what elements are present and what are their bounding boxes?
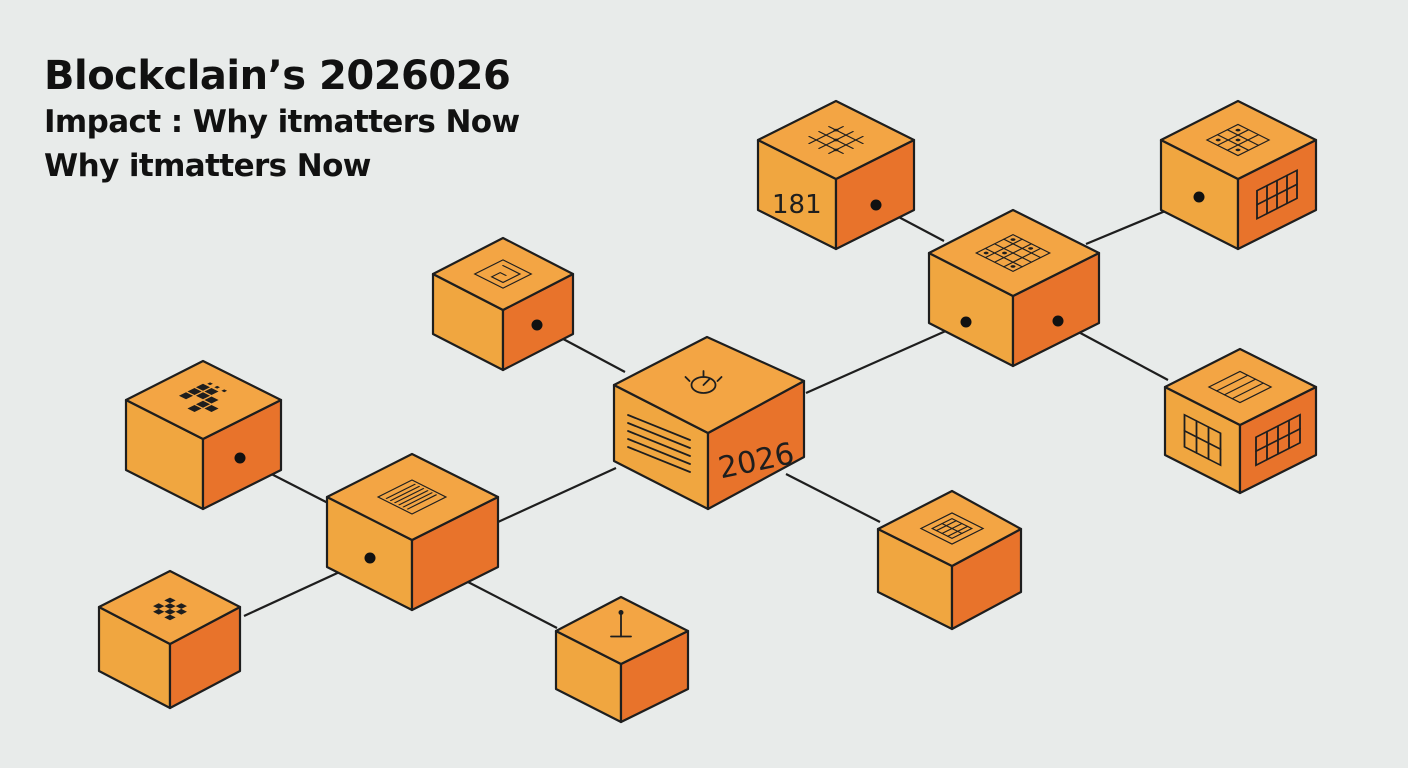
matrix-icon	[974, 233, 1052, 273]
block-bottom-center	[554, 595, 690, 724]
node-icon	[610, 610, 632, 638]
document-lines-icon	[376, 479, 448, 515]
connector-line	[785, 473, 881, 523]
grid-icon	[1205, 123, 1271, 157]
block-top-right	[1159, 99, 1318, 251]
connection-dots	[234, 191, 1205, 564]
block-bottom-right	[876, 489, 1023, 631]
connector-line	[497, 466, 617, 524]
connection-dot	[531, 319, 543, 331]
side-grid-icon	[1256, 168, 1298, 221]
connection-dot	[1193, 191, 1205, 203]
block-bottom-left	[97, 569, 242, 710]
block-right-lower	[1163, 347, 1318, 495]
block-top-face	[325, 452, 500, 542]
block-top-face	[876, 489, 1023, 568]
connection-dot	[870, 199, 882, 211]
maze-icon	[473, 259, 533, 289]
block-label-181: 181	[772, 190, 822, 220]
block-top-mid: 181	[756, 99, 916, 251]
connection-dot	[364, 552, 376, 564]
block-top-face	[124, 359, 283, 441]
block-top-left	[431, 236, 575, 372]
block-far-left	[124, 359, 283, 511]
gauge-icon	[684, 370, 723, 394]
connector-line	[467, 581, 558, 629]
connection-dot	[960, 316, 972, 328]
block-right-hub	[927, 208, 1101, 368]
block-mid-left	[325, 452, 500, 612]
side-table-icon	[1255, 413, 1301, 467]
ledger-icon	[919, 512, 985, 545]
table-icon	[1207, 370, 1273, 404]
title-line-3: Why itmatters Now	[44, 148, 371, 184]
block-top-face	[612, 335, 806, 435]
title-line-1: Blockclain’s 2026026	[44, 53, 511, 99]
hash-grid-icon	[808, 126, 864, 154]
block-top-face	[554, 595, 690, 666]
text-lines-icon	[627, 414, 691, 473]
side-frame-icon	[1183, 413, 1222, 467]
connection-dot	[1052, 315, 1064, 327]
blocks: 181 2026	[97, 99, 1318, 724]
block-center: 2026	[612, 335, 806, 511]
title-block: Blockclain’s 2026026 Impact : Why itmatt…	[44, 52, 520, 188]
connection-dot	[234, 452, 246, 464]
title-line-2: Impact : Why itmatters Now	[44, 104, 520, 140]
connector-line	[805, 320, 967, 395]
